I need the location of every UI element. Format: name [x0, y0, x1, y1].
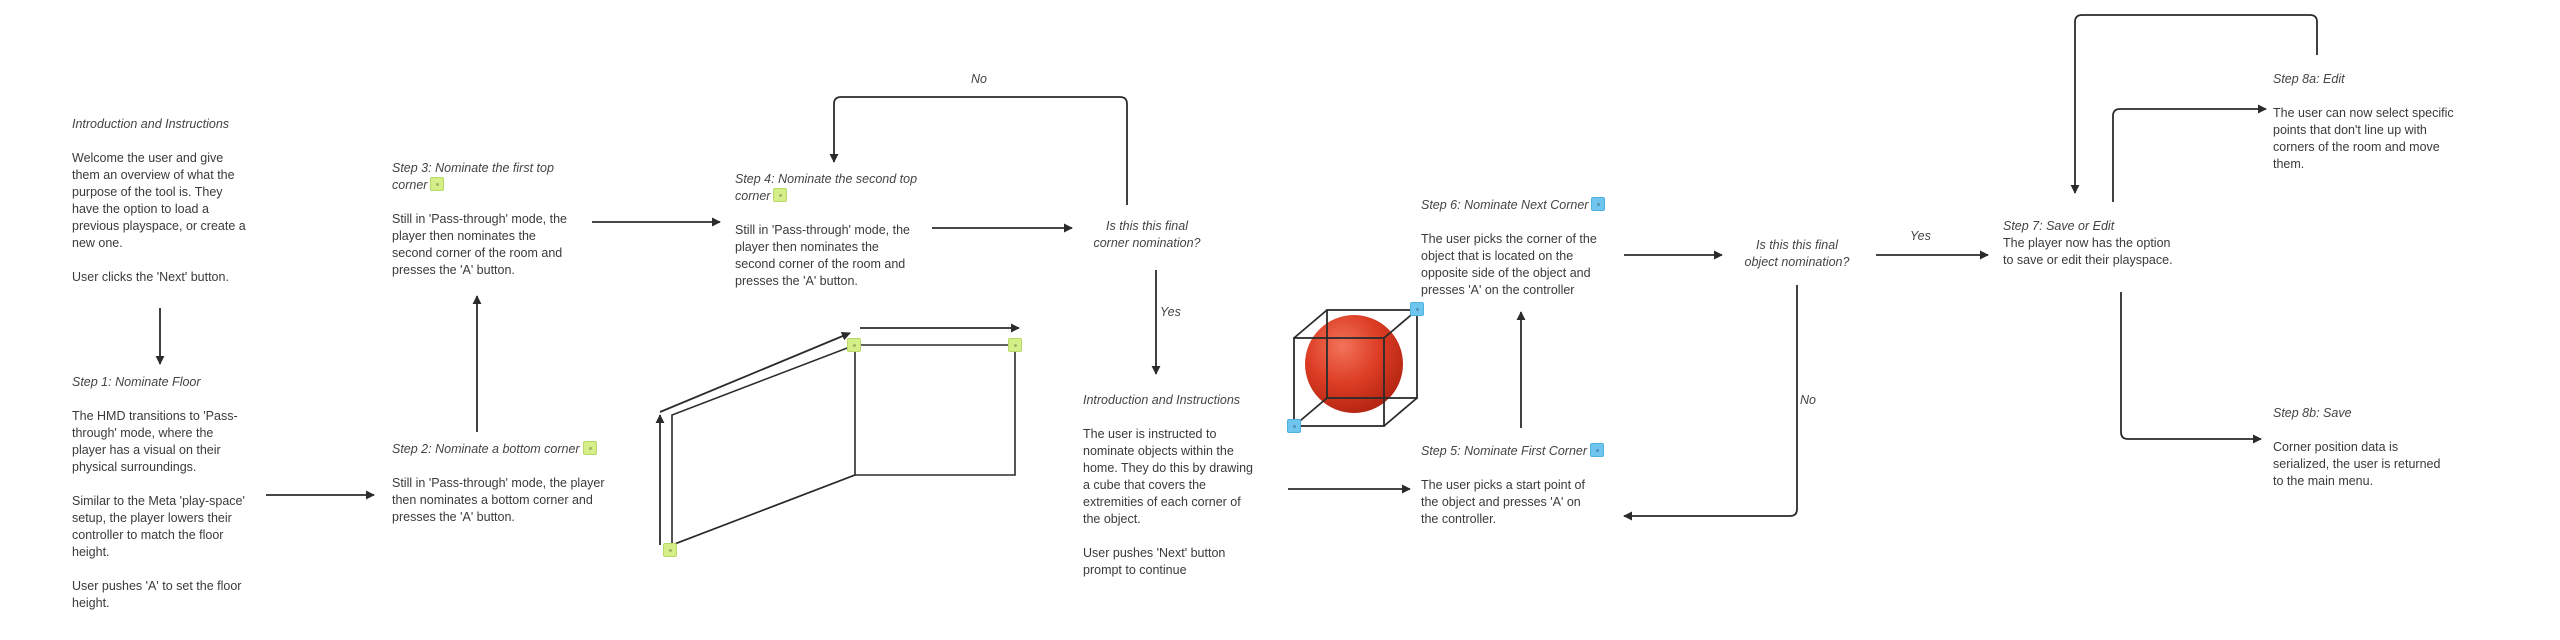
step3-title: Step 3: Nominate the first top — [392, 161, 554, 175]
corner-final-question: Is this this final corner nomination? — [1093, 219, 1201, 250]
step4-title-2: corner — [735, 189, 771, 203]
arrow-step8a-back-to-step7 — [2070, 14, 2318, 194]
room-wireframe — [671, 344, 1016, 547]
arrow-step7-to-step8a — [2112, 104, 2267, 202]
no-label-object: No — [1800, 393, 1816, 407]
intro-block: Introduction and Instructions Welcome th… — [72, 116, 272, 286]
no-label-corner: No — [971, 72, 987, 86]
arrow-step7-to-step8b — [2120, 292, 2262, 444]
bottom-corner-marker — [663, 543, 677, 557]
step1-text-2: Similar to the Meta 'play-space' setup, … — [72, 494, 245, 559]
intro-title: Introduction and Instructions — [72, 117, 230, 131]
arrow-room-diagonal — [659, 331, 851, 413]
object-cube-illustration — [1293, 309, 1418, 427]
object-final-question: Is this this final object nomination? — [1744, 238, 1850, 269]
intro-text: Welcome the user and give them an overvi… — [72, 151, 246, 250]
step7-block: Step 7: Save or Edit The player now has … — [2003, 218, 2233, 269]
step2-text: Still in 'Pass-through' mode, the player… — [392, 476, 605, 524]
step1-title: Step 1: Nominate Floor — [72, 375, 201, 389]
object-first-corner-marker — [1287, 419, 1301, 433]
step5-text: The user picks a start point of the obje… — [1421, 478, 1585, 526]
intro2-action: User pushes 'Next' button prompt to cont… — [1083, 546, 1226, 577]
intro-action: User clicks the 'Next' button. — [72, 270, 229, 284]
step8b-block: Step 8b: Save Corner position data is se… — [2273, 405, 2493, 490]
step4-block: Step 4: Nominate the second top corner S… — [735, 171, 935, 290]
step1-text: The HMD transitions to 'Pass- through' m… — [72, 409, 238, 474]
step8b-title: Step 8b: Save — [2273, 406, 2352, 420]
step3-block: Step 3: Nominate the first top corner St… — [392, 160, 592, 279]
step8b-text: Corner position data is serialized, the … — [2273, 440, 2441, 488]
intro2-text: The user is instructed to nominate objec… — [1083, 427, 1254, 526]
blue-corner-icon — [1591, 197, 1606, 211]
step4-text: Still in 'Pass-through' mode, the player… — [735, 223, 910, 288]
step3-text: Still in 'Pass-through' mode, the player… — [392, 212, 567, 277]
intro2-block: Introduction and Instructions The user i… — [1083, 392, 1283, 579]
green-corner-icon — [430, 177, 445, 191]
step2-block: Step 2: Nominate a bottom corner Still i… — [392, 441, 622, 526]
blue-corner-icon — [1590, 443, 1605, 457]
object-next-corner-marker — [1410, 302, 1424, 316]
arrow-no-back-to-step4 — [829, 96, 1128, 205]
step6-block: Step 6: Nominate Next Corner The user pi… — [1421, 197, 1641, 299]
step2-title: Step 2: Nominate a bottom corner — [392, 442, 580, 456]
step8a-title: Step 8a: Edit — [2273, 72, 2345, 86]
yes-label-corner: Yes — [1160, 305, 1181, 319]
step7-title: Step 7: Save or Edit — [2003, 219, 2115, 233]
step1-block: Step 1: Nominate Floor The HMD transitio… — [72, 374, 272, 612]
first-top-corner-marker — [847, 338, 861, 352]
step7-text: The player now has the option to save or… — [2003, 236, 2173, 267]
step8a-block: Step 8a: Edit The user can now select sp… — [2273, 71, 2493, 173]
intro2-title: Introduction and Instructions — [1083, 393, 1241, 407]
step6-title: Step 6: Nominate Next Corner — [1421, 198, 1589, 212]
step5-block: Step 5: Nominate First Corner The user p… — [1421, 443, 1641, 528]
step6-text: The user picks the corner of the object … — [1421, 232, 1597, 297]
yes-label-object: Yes — [1910, 229, 1931, 243]
green-corner-icon — [582, 441, 597, 455]
arrow-no-back-to-step5 — [1623, 285, 1798, 521]
step1-action: User pushes 'A' to set the floor height. — [72, 579, 242, 610]
second-top-corner-marker — [1008, 338, 1022, 352]
step5-title: Step 5: Nominate First Corner — [1421, 444, 1588, 458]
step8a-text: The user can now select specific points … — [2273, 106, 2454, 171]
step3-title-2: corner — [392, 178, 428, 192]
green-corner-icon — [773, 188, 788, 202]
step4-title: Step 4: Nominate the second top — [735, 172, 918, 186]
